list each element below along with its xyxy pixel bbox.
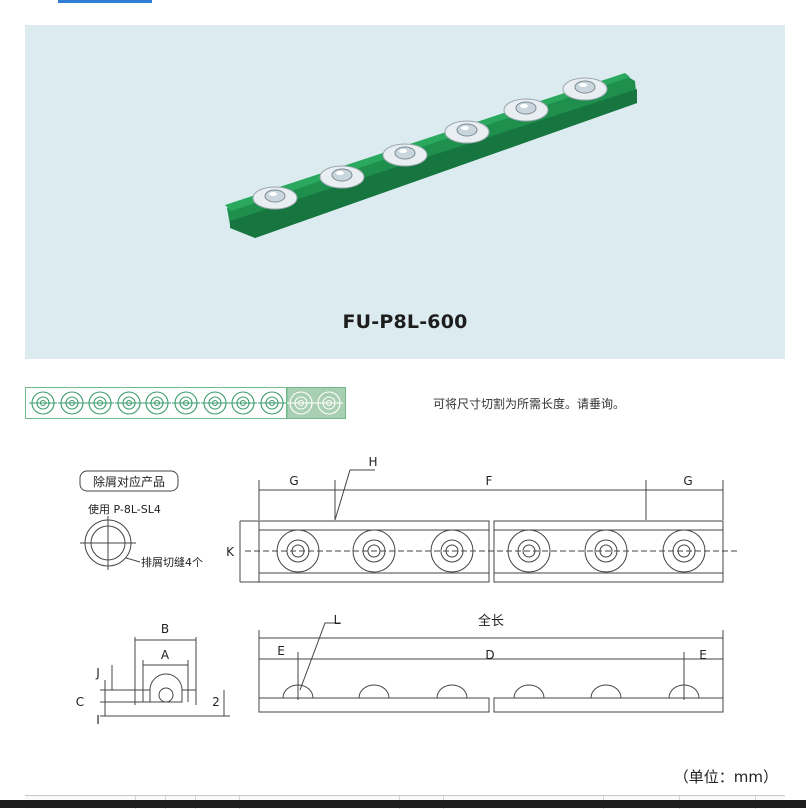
front-view (258, 622, 724, 713)
dim-K: K (226, 545, 235, 559)
bottom-bar (0, 800, 806, 808)
ball-transfer-units (252, 77, 608, 210)
top-view (239, 469, 740, 583)
active-tab-indicator[interactable] (58, 0, 152, 3)
dim-G-right: G (683, 474, 692, 488)
cut-length-strip (25, 387, 346, 419)
dim-A: A (161, 648, 170, 662)
cut-length-note: 可将尺寸切割为所需长度。请垂询。 (433, 397, 626, 411)
product-image-panel: FU-P8L-600 (25, 25, 785, 359)
dim-total-length: 全长 (478, 613, 504, 629)
dim-G-left: G (289, 474, 298, 488)
dim-E-left: E (277, 644, 285, 658)
product-model-title: FU-P8L-600 (342, 311, 468, 333)
dim-J: J (95, 666, 100, 680)
dim-2: 2 (212, 695, 220, 709)
dim-E-right: E (699, 648, 707, 662)
dim-D: D (485, 648, 494, 662)
dust-product-label: 除屑对应产品 (93, 474, 165, 489)
dim-H: H (368, 455, 377, 469)
dim-I: I (96, 713, 100, 727)
dust-slots-label: 排屑切缝4个 (141, 555, 203, 569)
dim-L: L (334, 613, 341, 627)
dust-product-box (79, 470, 179, 492)
dust-use-label: 使用 P-8L-SL4 (88, 503, 161, 516)
technical-drawing: 除屑对应产品 使用 P-8L-SL4 排屑切缝4个 (76, 455, 740, 727)
dust-slot-symbol (80, 516, 141, 570)
profile-view (100, 637, 230, 717)
rail-illustration (225, 73, 637, 238)
dim-F: F (486, 474, 493, 488)
dim-C: C (76, 695, 84, 709)
dim-B: B (161, 622, 169, 636)
unit-label: （单位：mm） (673, 768, 778, 786)
